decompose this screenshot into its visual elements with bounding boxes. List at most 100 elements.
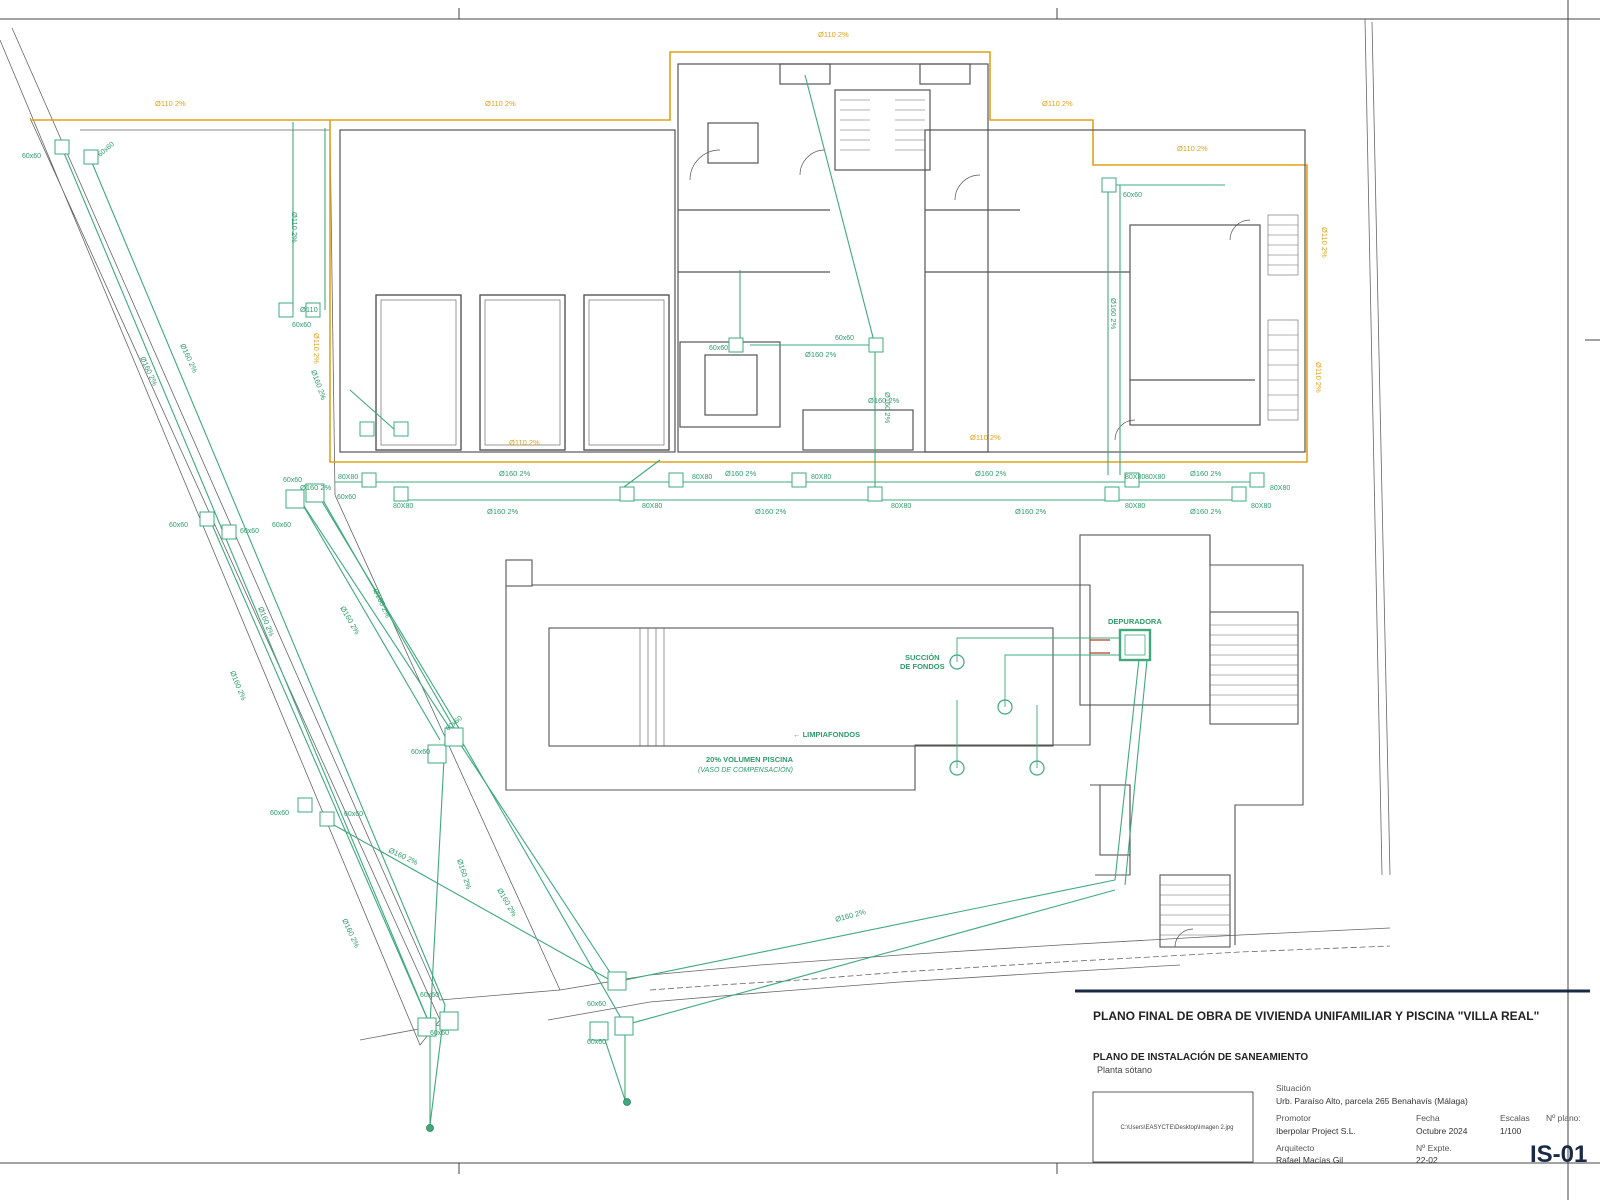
compensation-tank-label: (VASO DE COMPENSACIÓN) — [698, 765, 793, 774]
registry-box-label: 60x60 — [344, 811, 363, 818]
drain-outlet-icon — [426, 1098, 631, 1132]
registry-box-label: 80X80 — [1145, 474, 1165, 481]
pipe-label-orange: Ø110 2% — [970, 433, 1001, 442]
floor-name: Planta sótano — [1097, 1065, 1153, 1075]
pipe-label-green: Ø160 2% — [371, 587, 393, 619]
drawing-title: PLANO FINAL DE OBRA DE VIVIENDA UNIFAMIL… — [1093, 1009, 1540, 1023]
title-block-frames — [1092, 1091, 1254, 1163]
registry-box-label: 80X80 — [811, 474, 831, 481]
drawing-subtitle: PLANO DE INSTALACIÓN DE SANEAMIENTO — [1093, 1052, 1309, 1063]
house-walls — [339, 63, 1306, 453]
pipe-label-green: Ø160 2% — [1015, 507, 1047, 516]
plan-code: IS-01 — [1530, 1141, 1588, 1168]
registry-box-label: 60x60 — [411, 749, 430, 756]
plano-number-label: Nº plano: — [1546, 1113, 1581, 1123]
situacion-label: Situación — [1276, 1083, 1311, 1093]
pool-skimmer-icon — [949, 654, 1045, 776]
registry-box-label: 60x60 — [272, 522, 291, 529]
image-path: C:\Users\EASYCTE\Desktop\Imagen 2.jpg — [1120, 1125, 1234, 1131]
pool-structure — [505, 534, 1304, 948]
pipe-label-green: Ø160 2% — [499, 469, 531, 478]
registry-box-label: 60x60 — [283, 477, 302, 484]
registry-box-label: 80X80 — [1125, 503, 1145, 510]
pipe-label-green: Ø160 2% — [138, 355, 160, 387]
pipe-label-orange: Ø110 2% — [155, 99, 186, 108]
pipe-label-orange: Ø110 2% — [509, 438, 540, 447]
registry-box-label: 60x60 — [587, 1039, 606, 1046]
pipe-label-green: Ø160 2% — [868, 396, 900, 405]
succion-label-2: DE FONDOS — [900, 662, 945, 671]
pipe-label-green: Ø160 2% — [300, 483, 332, 492]
house-stairs — [840, 99, 1299, 421]
pipe-label-green: Ø160 2% — [805, 350, 837, 359]
pipe-label-green: Ø160 2% — [834, 907, 867, 924]
registry-box-label: 60x60 — [97, 141, 116, 159]
pipe-label-green: Ø160 2% — [1190, 469, 1222, 478]
situacion-value: Urb. Paraíso Alto, parcela 265 Benahavís… — [1276, 1096, 1468, 1106]
registry-box-label: 80X80 — [1125, 474, 1145, 481]
pipe-label-green: Ø160 2% — [228, 669, 248, 702]
pipe-label-green: Ø160 2% — [1109, 298, 1118, 330]
pipe-label-green: Ø160 2% — [975, 469, 1007, 478]
registry-box-label: 60x60 — [430, 1030, 449, 1037]
registry-boxes — [54, 139, 1265, 1041]
arquitecto-label: Arquitecto — [1276, 1143, 1315, 1153]
escalas-label: Escalas — [1500, 1113, 1530, 1123]
registry-box-label: 60x60 — [420, 992, 439, 999]
registry-box-label: 60x60 — [270, 810, 289, 817]
orange-pipe-labels: Ø110 2% Ø110 2% Ø110 2% Ø110 2% Ø110 2% Ø110 … — [155, 30, 1329, 447]
pool-labels: DEPURADORA SUCCIÓN DE FONDOS ← LIMPIAFON… — [698, 617, 1162, 774]
registry-box-label: 80X80 — [338, 474, 358, 481]
expte-label: Nº Expte. — [1416, 1143, 1452, 1153]
succion-label: SUCCIÓN — [905, 653, 940, 662]
registry-box-label: 80X80 — [642, 503, 662, 510]
escala-value: 1/100 — [1500, 1126, 1522, 1136]
pipe-label-orange: Ø110 2% — [1314, 362, 1323, 393]
pool-volume-label: 20% VOLUMEN PISCINA — [706, 755, 794, 764]
pool-stairs — [1160, 624, 1298, 936]
promotor-label: Promotor — [1276, 1113, 1311, 1123]
registry-box-label: 60x60 — [835, 335, 854, 342]
pipe-label-green: Ø160 2% — [725, 469, 757, 478]
pipe-label-green: Ø160 2% — [1190, 507, 1222, 516]
box-labels: 60x60 60x60 60x60 60x60 60x60 60x60 60x60 60x60… — [22, 141, 1290, 1046]
pipe-label-green: Ø160 2% — [338, 605, 362, 637]
pipe-label-green: Ø160 2% — [755, 507, 787, 516]
registry-box-label: 60x60 — [22, 153, 41, 160]
pipe-label-green: Ø160 2% — [487, 507, 519, 516]
registry-box-label: 60x60 — [337, 494, 356, 501]
arquitecto-value: Rafael Macías Gil — [1276, 1155, 1344, 1165]
registry-box-label: 80X80 — [891, 503, 911, 510]
pipe-label-green: Ø160 2% — [883, 392, 892, 424]
expte-value: 22-02 — [1416, 1155, 1438, 1165]
registry-box-label: 80X80 — [393, 503, 413, 510]
pipe-label-green: Ø110 — [300, 305, 318, 314]
pipe-label-orange: Ø110 2% — [1177, 144, 1208, 153]
pipe-label-orange: Ø110 2% — [1042, 99, 1073, 108]
house-perimeter-drainage — [30, 51, 1308, 463]
depuradora-label: DEPURADORA — [1108, 617, 1162, 626]
pipe-label-green: Ø160 2% — [178, 342, 200, 374]
pipe-label-orange: Ø110 2% — [485, 99, 516, 108]
registry-box-label: 60x60 — [169, 522, 188, 529]
pipe-label-orange: Ø110 2% — [818, 30, 849, 39]
fecha-label: Fecha — [1416, 1113, 1440, 1123]
registry-box-label: 60x60 — [709, 345, 728, 352]
drainage-pipes — [61, 74, 1250, 1126]
registry-box-label: 80X80 — [1251, 503, 1271, 510]
water-tanks — [375, 294, 670, 451]
pipe-label-orange: Ø110 2% — [312, 333, 321, 364]
registry-box-label: 60x60 — [1123, 192, 1142, 199]
registry-box-label: 60x60 — [587, 1001, 606, 1008]
pipe-label-orange: Ø110 2% — [1320, 227, 1329, 258]
registry-box-label: 60x60 — [240, 528, 259, 535]
pipe-label-green: Ø160 2% — [455, 858, 473, 891]
registry-box-label: 60x60 — [292, 322, 311, 329]
registry-box-label: 80X80 — [1270, 485, 1290, 492]
parcel-boundary — [0, 18, 1391, 1046]
promotor-value: Iberpolar Project S.L. — [1276, 1126, 1356, 1136]
pool-suction-lines — [956, 637, 1120, 768]
limpiafondos-label: ← LIMPIAFONDOS — [793, 730, 860, 739]
